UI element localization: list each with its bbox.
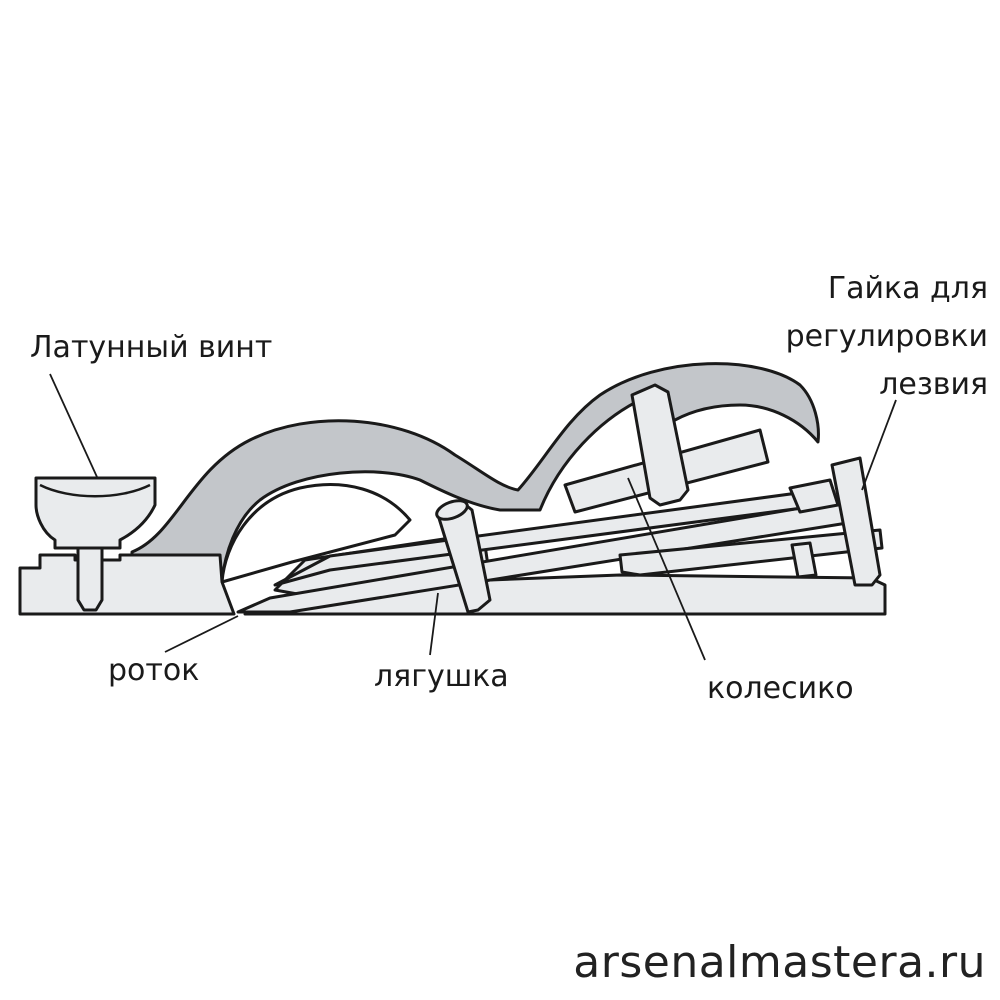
label-brass-screw: Латунный винт xyxy=(30,330,273,365)
brass-screw-knob xyxy=(34,476,157,550)
leader-frog xyxy=(429,592,439,656)
label-blade-nut-line3: лезвия xyxy=(879,367,988,402)
frog-pin-top xyxy=(435,499,469,521)
label-wheel: колесико xyxy=(707,671,854,706)
throat-opening xyxy=(220,483,412,584)
label-mouth: роток xyxy=(108,653,200,688)
adjuster-rod xyxy=(618,528,884,577)
label-blade-adjust-nut: Гайка для регулировки лезвия xyxy=(786,265,988,409)
leader-mouth xyxy=(164,615,239,653)
plane-sole xyxy=(18,553,236,616)
brass-screw-shaft xyxy=(76,546,104,612)
blade-adjust-post xyxy=(790,541,818,579)
site-watermark: arsenalmastera.ru xyxy=(573,937,986,988)
label-frog: лягушка xyxy=(374,659,509,694)
leader-blade-nut xyxy=(861,399,897,491)
leader-wheel xyxy=(627,477,706,661)
brass-screw-dish xyxy=(39,483,151,498)
adjusting-wheel xyxy=(630,383,690,507)
leader-brass-screw xyxy=(49,373,98,478)
blade-adjust-yoke xyxy=(788,478,840,514)
label-blade-nut-line2: регулировки xyxy=(785,319,988,354)
plane-body-shell xyxy=(130,362,820,582)
blade-adjust-nut xyxy=(830,456,882,587)
label-blade-nut-line1: Гайка для xyxy=(827,271,988,306)
